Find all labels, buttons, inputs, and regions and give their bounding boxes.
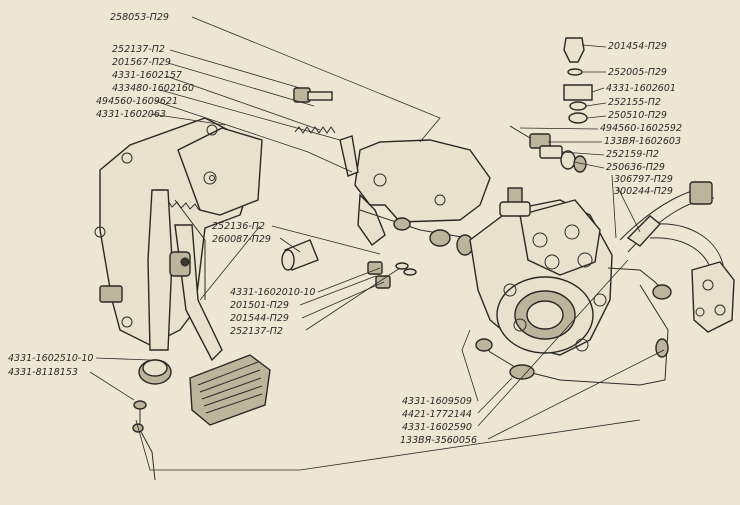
leader-lines [89, 16, 665, 471]
master-cylinder [359, 187, 613, 356]
label-l4: 433480-1602160 [112, 83, 194, 94]
fitting-stack [509, 37, 593, 173]
label-r7: 133ВЯ-1602603 [604, 136, 681, 147]
label-br2: 4421-1772144 [402, 409, 472, 420]
label-r2: 252005-П29 [608, 67, 667, 78]
label-l6: 4331-1602063 [96, 109, 166, 120]
label-r8: 252159-П2 [606, 149, 659, 160]
label-r1: 201454-П29 [608, 41, 667, 52]
label-br3: 4331-1602590 [402, 422, 472, 433]
label-l1: 252137-П2 [112, 44, 165, 55]
label-m3: 4331-1602010-10 [230, 287, 315, 298]
label-m1: 252136-П2 [212, 221, 265, 232]
pedal-bracket-assembly [94, 117, 271, 481]
label-l3: 4331-1602157 [112, 70, 182, 81]
label-r4: 252155-П2 [608, 97, 661, 108]
label-b2: 4331-8118153 [8, 367, 78, 378]
label-r3: 4331-1602601 [606, 83, 676, 94]
label-m2: 260087-П29 [212, 234, 271, 245]
label-r10: 306797-П29 [614, 174, 673, 185]
label-m6: 252137-П2 [230, 326, 283, 337]
part-number-labels: 258053-П29 252137-П2 201567-П29 4331-160… [8, 12, 682, 446]
label-br1: 4331-1609509 [402, 396, 472, 407]
label-r9: 250636-П29 [606, 162, 665, 173]
label-br4: 133ВЯ-3560056 [400, 435, 477, 446]
pin-and-bolts [281, 239, 417, 289]
label-r5: 250510-П29 [608, 110, 667, 121]
bolt-and-spring [293, 87, 359, 177]
pivot-bracket [354, 139, 491, 247]
hose-and-tee [475, 181, 735, 386]
label-m4: 201501-П29 [230, 300, 289, 311]
label-r6: 494560-1602592 [600, 123, 682, 134]
label-l2: 201567-П29 [112, 57, 171, 68]
label-top: 258053-П29 [110, 12, 169, 23]
label-m5: 201544-П29 [230, 313, 289, 324]
label-l5: 494560-1609621 [96, 96, 178, 107]
label-b1: 4331-1602510-10 [8, 353, 93, 364]
label-r11: 300244-П29 [614, 186, 673, 197]
